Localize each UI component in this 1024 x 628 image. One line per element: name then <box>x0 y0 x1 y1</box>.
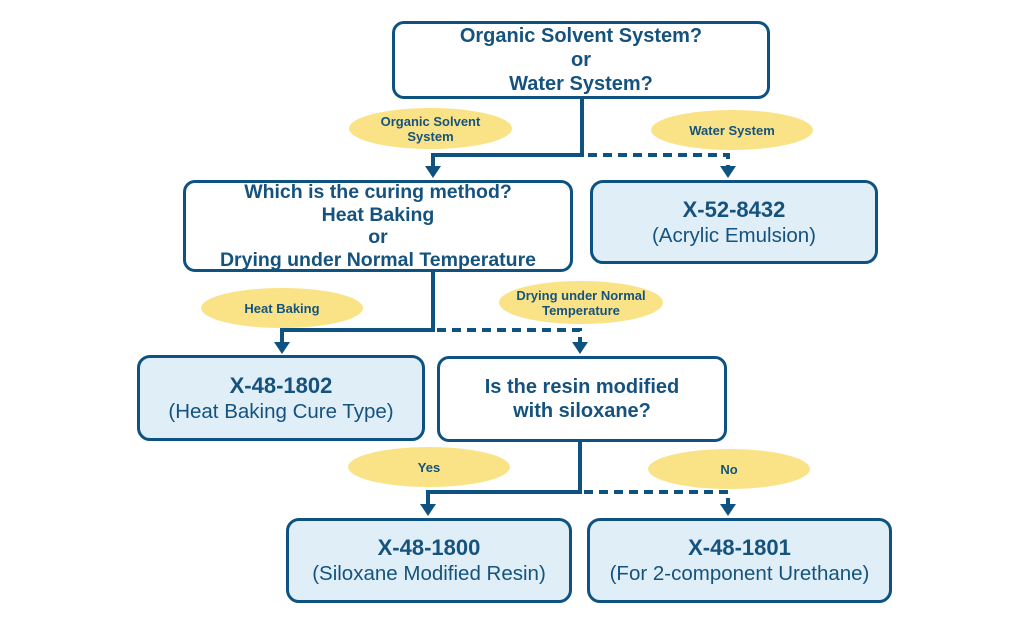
branch-label-text: Temperature <box>542 302 620 318</box>
product-description: (Siloxane Modified Resin) <box>312 562 546 585</box>
arrowhead-1800 <box>420 504 436 516</box>
question-line: or <box>368 226 388 248</box>
branch-label-heat-baking: Heat Baking <box>201 288 363 328</box>
branch-label-text: Water System <box>689 122 775 138</box>
connector-system-to-8432-dashed <box>588 153 730 166</box>
branch-label-text: No <box>720 461 738 477</box>
product-description: (Acrylic Emulsion) <box>651 223 817 247</box>
branch-label-text: Organic Solvent <box>380 113 481 129</box>
node-result-x52-8432: X-52-8432 (Acrylic Emulsion) <box>590 180 878 264</box>
branch-label-organic-solvent: Organic Solvent System <box>349 108 512 149</box>
product-name: X-48-1800 <box>377 535 481 560</box>
arrowhead-curing <box>425 166 441 178</box>
node-question-siloxane: Is the resin modified with siloxane? <box>437 356 727 442</box>
connector-curing-to-siloxane-dashed <box>437 328 582 342</box>
question-line: Organic Solvent System? <box>459 25 703 47</box>
node-question-curing-method: Which is the curing method? Heat Baking … <box>183 180 573 272</box>
question-line: or <box>571 49 591 71</box>
connector-system-to-curing-solid <box>431 99 584 167</box>
question-line: Water System? <box>509 73 653 95</box>
node-question-system: Organic Solvent System? or Water System? <box>392 21 770 99</box>
node-result-x48-1802: X-48-1802 (Heat Baking Cure Type) <box>137 355 425 441</box>
branch-label-text: Yes <box>417 459 441 475</box>
node-result-x48-1801: X-48-1801 (For 2-component Urethane) <box>587 518 892 603</box>
question-line: Heat Baking <box>321 203 435 226</box>
connector-curing-to-1802-solid <box>280 272 435 343</box>
product-name: X-52-8432 <box>682 196 786 222</box>
branch-label-drying-normal-temperature: Drying under Normal Temperature <box>499 281 663 324</box>
node-result-x48-1800: X-48-1800 (Siloxane Modified Resin) <box>286 518 572 603</box>
branch-label-yes: Yes <box>348 447 510 487</box>
branch-label-text: System <box>407 128 454 144</box>
product-name: X-48-1802 <box>229 372 333 398</box>
connector-siloxane-to-1801-dashed <box>584 490 730 504</box>
connector-siloxane-to-1800-solid <box>426 442 582 505</box>
arrowhead-1802 <box>274 342 290 354</box>
arrowhead-siloxane <box>572 342 588 354</box>
question-line: Drying under Normal Temperature <box>219 248 537 271</box>
arrowhead-8432 <box>720 166 736 178</box>
branch-label-text: Drying under Normal <box>516 287 646 303</box>
product-description: (Heat Baking Cure Type) <box>168 399 394 423</box>
branch-label-water-system: Water System <box>651 110 813 150</box>
question-line: with siloxane? <box>513 400 651 422</box>
product-description: (For 2-component Urethane) <box>609 562 870 585</box>
question-line: Is the resin modified <box>484 376 680 398</box>
branch-label-text: Heat Baking <box>244 300 320 316</box>
product-name: X-48-1801 <box>688 535 791 560</box>
question-line: Which is the curing method? <box>244 181 512 203</box>
arrowhead-1801 <box>720 504 736 516</box>
branch-label-no: No <box>648 449 810 489</box>
